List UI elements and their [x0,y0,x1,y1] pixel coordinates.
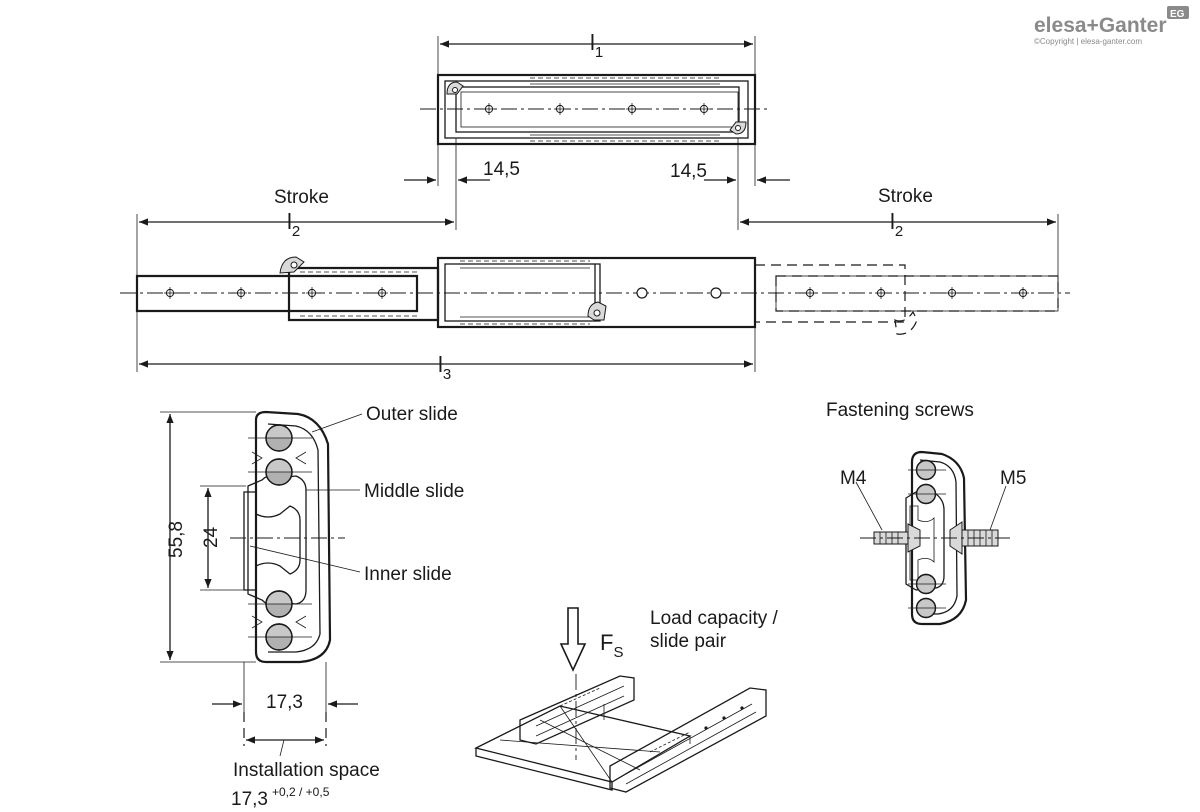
label-load-force: FS [600,630,623,661]
label-l3: l3 [438,352,451,383]
cross-section-view [230,410,345,664]
label-l2-left: l2 [287,209,300,240]
logo-copyright: ©Copyright | elesa-ganter.com [1034,37,1142,46]
label-install-value: 17,3+0,2 / +0,5 [231,785,330,810]
logo-text: elesa+Ganter [1034,14,1167,37]
label-installation-space: Installation space [233,760,380,781]
dimension-width: 17,3 [212,662,358,713]
dimension-l2-right: Stroke l2 [740,186,1059,284]
dimension-l3: l3 [136,312,756,383]
label-offset-left: 14,5 [483,159,520,180]
label-inner-height: 24 [201,526,222,548]
brand-logo: elesa+Ganter EG ©Copyright | elesa-gante… [1034,6,1189,46]
dimension-inner-height: 24 [200,485,246,591]
dimension-l2-left: Stroke l2 [136,187,454,284]
label-l1: l1 [590,30,603,61]
label-height: 55,8 [166,521,187,558]
label-m4: M4 [840,468,867,489]
dimension-offset-left: 14,5 [404,138,520,230]
closed-slide-view [420,73,770,146]
label-offset-right: 14,5 [670,161,707,182]
dimension-offset-right: 14,5 [670,138,790,230]
fastening-screws-view: Fastening screws M4 M5 [826,400,1026,626]
label-width: 17,3 [266,692,303,713]
dimension-installation: Installation space 17,3+0,2 / +0,5 [231,712,380,810]
label-stroke-right: Stroke [878,186,933,207]
logo-badge: EG [1170,9,1185,20]
label-inner-slide: Inner slide [364,564,452,585]
dimension-height: 55,8 [160,411,256,663]
dimension-l1: l1 [437,30,756,74]
label-outer-slide: Outer slide [366,404,458,425]
arrow-down-icon [559,607,587,672]
label-m5: M5 [1000,468,1026,489]
label-fastening-screws: Fastening screws [826,400,974,421]
label-middle-slide: Middle slide [364,481,464,502]
label-stroke-left: Stroke [274,187,329,208]
callout-middle-slide: Middle slide [306,481,464,502]
label-l2-right: l2 [890,209,903,240]
logo-badge-box [1167,6,1189,19]
label-load-capacity-2: slide pair [650,631,727,652]
load-capacity-view: FS Load capacity / slide pair [474,607,779,793]
callout-outer-slide: Outer slide [311,404,458,433]
callout-inner-slide: Inner slide [249,545,452,585]
label-load-capacity-1: Load capacity / [650,608,779,629]
extended-slide-view [120,256,1070,335]
